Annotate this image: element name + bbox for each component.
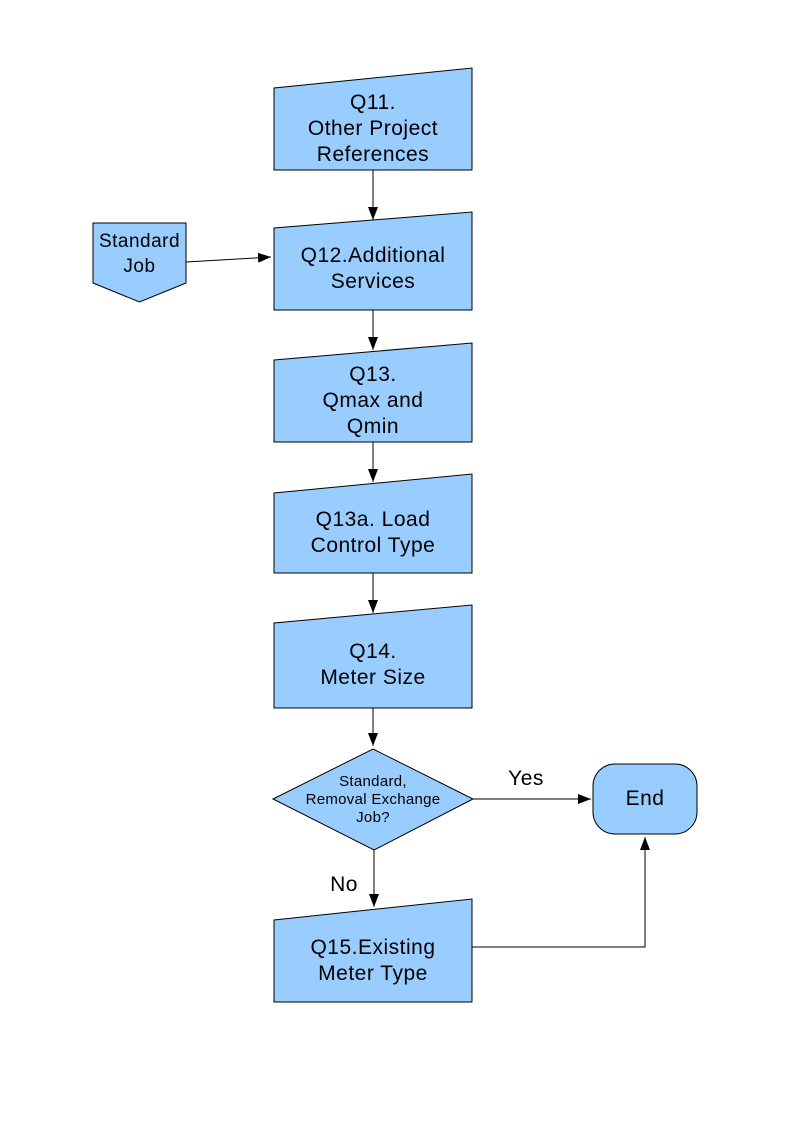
edge-q15-to-end	[472, 837, 650, 948]
node-q15-existing-meter-type	[273, 898, 473, 1003]
node-q13a-load-control-type	[273, 473, 473, 574]
node-q13-qmax-and-qmin	[273, 342, 473, 443]
node-q14-label: Q14. Meter Size	[320, 640, 426, 689]
edges-layer	[185, 170, 650, 948]
node-q15-label: Q15.Existing Meter Type	[310, 935, 436, 985]
node-q12-label: Q12.Additional Services	[300, 244, 446, 293]
node-q11-label: Q11. Other Project References	[307, 91, 439, 166]
node-decision-label: Standard, Removal Exchange Job?	[305, 773, 441, 826]
node-end-terminator	[592, 763, 698, 835]
node-standard-job-label: Standard Job	[98, 231, 181, 277]
node-end-label: End	[625, 787, 665, 810]
node-q13a-label: Q13a. Load Control Type	[310, 507, 436, 557]
nodes-layer	[92, 67, 698, 1003]
node-standard-job	[92, 222, 187, 303]
edge-yes-label: Yes	[508, 767, 544, 790]
edge-no-label: No	[330, 873, 358, 896]
node-decision-standard-removal-exchange-job	[271, 748, 475, 851]
node-q13-label: Q13. Qmax and Qmin	[322, 363, 424, 438]
edge-standard-job-to-q12	[185, 252, 272, 263]
node-q14-meter-size	[273, 604, 473, 709]
node-q11-other-project-references	[273, 67, 473, 171]
node-q12-additional-services	[273, 211, 473, 311]
